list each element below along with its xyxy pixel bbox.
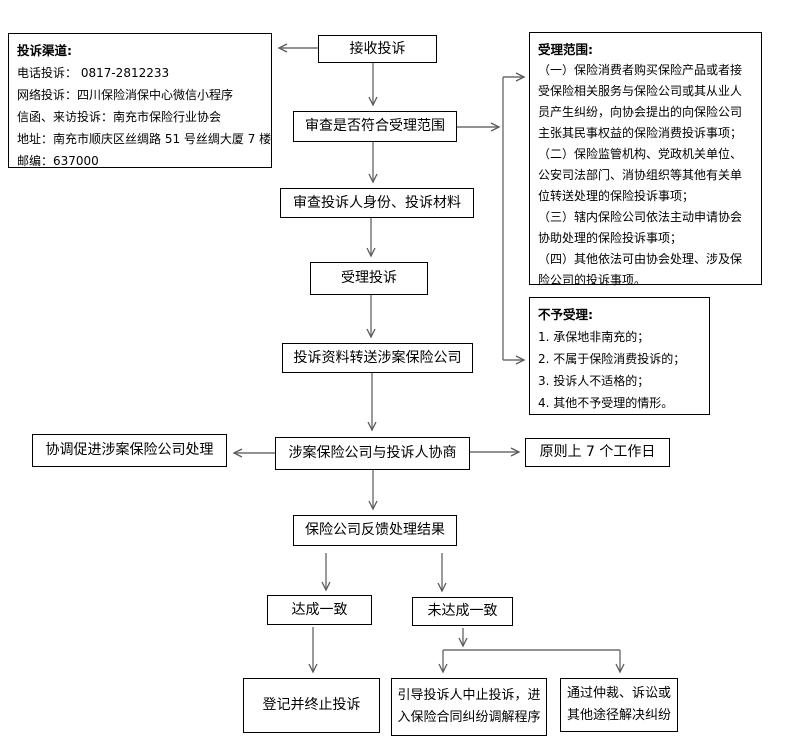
- node-agreement-reached: 达成一致: [267, 595, 372, 625]
- scope-item-2: （二）保险监管机构、党政机关单位、公安司法部门、消协组织等其他有关单位转送处理的…: [538, 147, 743, 203]
- info-box-not-accepted: 不予受理: 1. 承保地非南充的； 2. 不属于保险消费投诉的； 3. 投诉人不…: [529, 297, 710, 415]
- node-forward-materials: 投诉资料转送涉案保险公司: [282, 343, 473, 373]
- node-feedback-result: 保险公司反馈处理结果: [293, 515, 457, 546]
- info-box-channels: 投诉渠道: 电话投诉： 0817-2812233 网络投诉：四川保险消保中心微信…: [8, 33, 272, 168]
- channels-line-postcode: 邮编：637000: [17, 154, 99, 168]
- reject-item-4: 4. 其他不予受理的情形。: [538, 396, 674, 410]
- scope-item-4: （四）其他依法可由协会处理、涉及保险公司的投诉事项。: [538, 252, 743, 287]
- node-deadline-7-workdays: 原则上 7 个工作日: [525, 438, 670, 467]
- node-coordinate-handling: 协调促进涉案保险公司处理: [32, 434, 227, 467]
- channels-line-phone: 电话投诉： 0817-2812233: [17, 66, 170, 80]
- reject-item-3: 3. 投诉人不适格的；: [538, 374, 650, 388]
- node-check-scope: 审查是否符合受理范围: [293, 111, 457, 142]
- reject-item-1: 1. 承保地非南充的；: [538, 330, 650, 344]
- scope-item-3: （三）辖内保险公司依法主动申请协会协助处理的保险投诉事项；: [538, 210, 743, 245]
- scope-box-title: 受理范围:: [538, 42, 593, 57]
- node-accept-complaint: 受理投诉: [310, 262, 428, 295]
- reject-box-title: 不予受理:: [538, 307, 593, 322]
- channels-box-title: 投诉渠道:: [17, 43, 72, 58]
- reject-item-2: 2. 不属于保险消费投诉的；: [538, 352, 686, 366]
- channels-line-address: 地址：南充市顺庆区丝绸路 51 号丝绸大厦 7 楼: [17, 132, 272, 146]
- node-check-identity-materials: 审查投诉人身份、投诉材料: [280, 188, 474, 218]
- node-mediation-procedure: 引导投诉人中止投诉，进入保险合同纠纷调解程序: [391, 678, 547, 736]
- node-negotiate: 涉案保险公司与投诉人协商: [275, 437, 470, 470]
- node-arbitration-litigation: 通过仲裁、诉讼或其他途径解决纠纷: [560, 678, 678, 732]
- info-box-acceptance-scope: 受理范围: （一）保险消费者购买保险产品或者接受保险相关服务与保险公司或其从业人…: [529, 32, 762, 287]
- channels-line-mail-visit: 信函、来访投诉：南充市保险行业协会: [17, 110, 222, 124]
- scope-item-1: （一）保险消费者购买保险产品或者接受保险相关服务与保险公司或其从业人员产生纠纷，…: [538, 63, 743, 140]
- node-receive-complaint: 接收投诉: [318, 35, 437, 63]
- node-register-terminate: 登记并终止投诉: [243, 678, 380, 733]
- node-no-agreement: 未达成一致: [412, 597, 513, 626]
- channels-line-web: 网络投诉：四川保险消保中心微信小程序: [17, 88, 234, 102]
